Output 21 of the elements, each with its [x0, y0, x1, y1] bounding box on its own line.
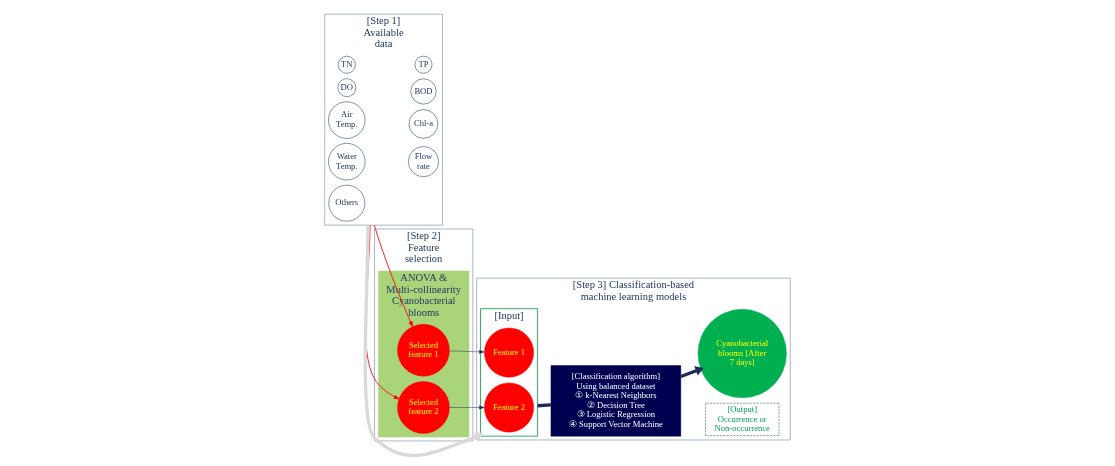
- node-box: [Output] Occurrence or Non-occurrence: [705, 402, 780, 436]
- node-circle: Selected feature 2: [397, 381, 450, 434]
- arrow: [373, 224, 413, 327]
- node-circle: Flow rate: [408, 146, 439, 178]
- node-circle: DO: [337, 78, 357, 97]
- arrow: [449, 349, 485, 354]
- node-circle: Cyanobacterial blooms [After 7 days]: [697, 309, 787, 399]
- node-circle: Water Temp.: [328, 142, 366, 181]
- arrow: [449, 405, 485, 410]
- node-circle: Others: [328, 184, 366, 222]
- node-box: [Classification algorithm] Using balanced dataset ① k-Nearest Neighbors ② Decision Tree ③ Logistic Regression ④ Support Vector Machine: [550, 365, 682, 437]
- node-circle: TP: [414, 55, 433, 74]
- node-circle: Selected feature 1: [397, 324, 450, 377]
- node-circle: Feature 1: [484, 327, 534, 378]
- node-circle: Air Temp.: [328, 101, 366, 139]
- node-circle: BOD: [410, 78, 437, 105]
- node-circle: TN: [337, 55, 356, 74]
- connector: [537, 403, 551, 408]
- node-circle: Feature 2: [484, 382, 534, 433]
- node-circle: Chl-a: [408, 109, 439, 139]
- arrow: [680, 366, 704, 379]
